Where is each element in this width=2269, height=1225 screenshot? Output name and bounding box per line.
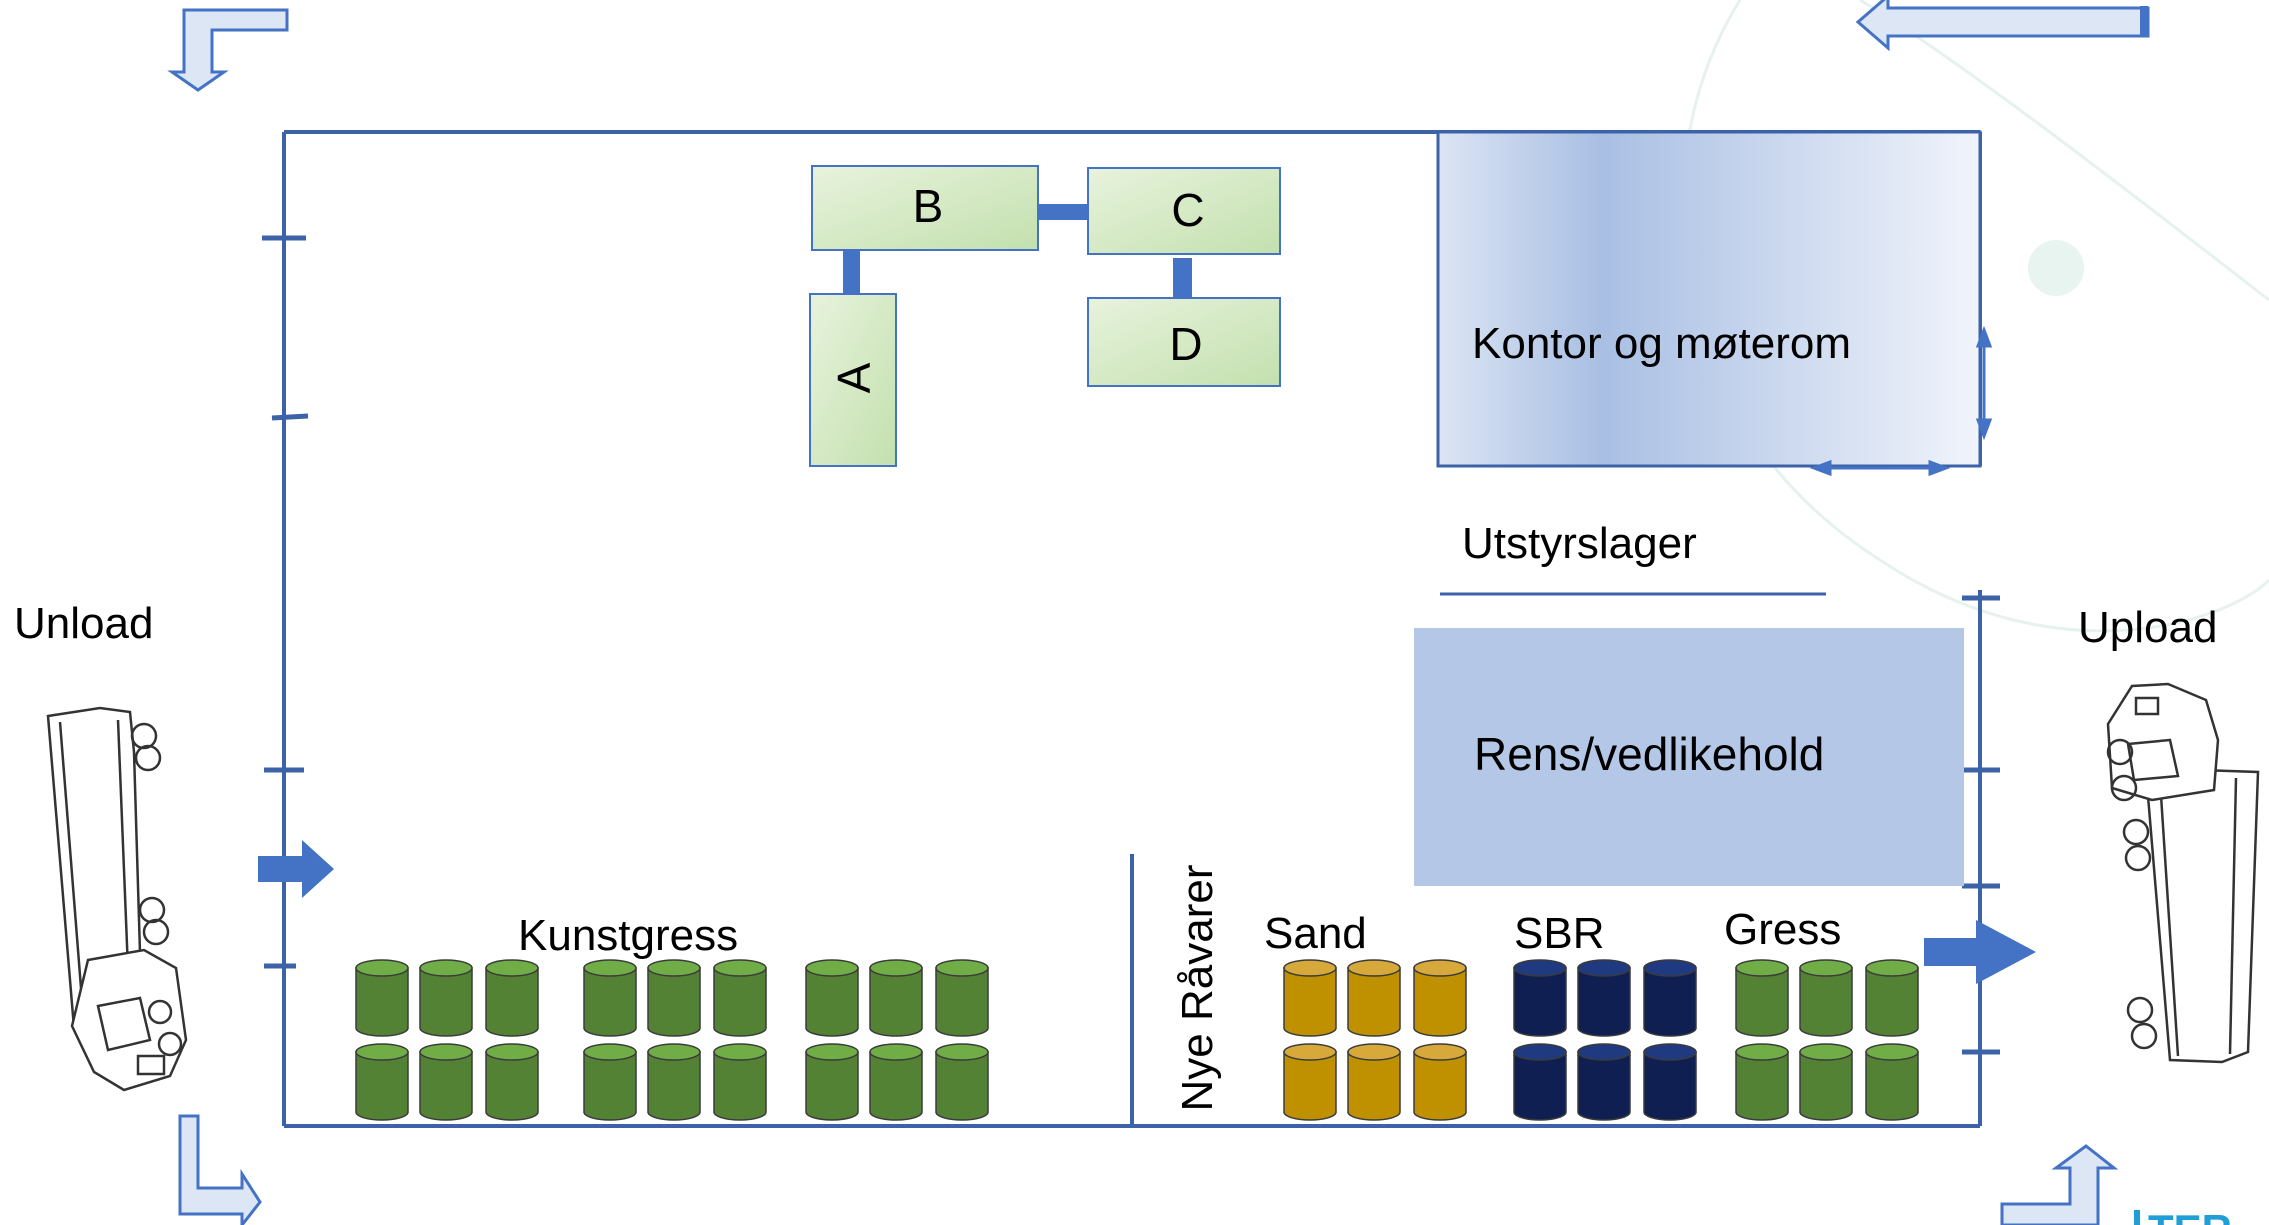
barrel-icon [1799,1043,1853,1121]
equipment-storage-label: Utstyrslager [1462,519,1697,568]
truck-right-icon [2106,682,2260,1064]
corner-arrow-bottom-right-icon [2000,1144,2119,1225]
corner-arrow-bottom-left-icon [178,1114,262,1225]
barrel-icon [1513,1043,1567,1121]
barrel-icon [355,959,409,1037]
barrel-icon [1643,1043,1697,1121]
kunstgress-group-2 [583,959,767,1121]
barrel-icon [419,1043,473,1121]
office-area: Kontor og møterom [1436,130,1993,477]
door-markers [262,235,2000,1055]
barrel-icon [713,959,767,1037]
unload-label: Unload [14,599,153,648]
barrel-icon [1735,959,1789,1037]
entry-arrow-icon [258,840,334,898]
barrel-icon [1643,959,1697,1037]
machine-b: B [811,165,1039,251]
brand-logo: TER [2134,1206,2232,1225]
barrel-icon [1413,959,1467,1037]
machine-d: D [1087,297,1281,387]
barrel-storage [355,959,1919,1121]
barrel-icon [1799,959,1853,1037]
truck-left-icon [46,706,188,1092]
corner-arrow-top-left-icon [167,8,289,92]
barrel-icon [935,1043,989,1121]
kunstgress-group-3 [805,959,989,1121]
gress-group [1735,959,1919,1121]
artificial-grass-label: Kunstgress [518,911,738,960]
barrel-icon [647,1043,701,1121]
sand-label: Sand [1264,909,1367,958]
barrel-icon [935,959,989,1037]
barrel-icon [805,959,859,1037]
machine-d-label: D [1169,318,1202,370]
grass-label: Gress [1724,905,1841,954]
new-raw-materials-label: Nye Råvarer [1173,865,1222,1112]
barrel-icon [1347,959,1401,1037]
sbr-label: SBR [1514,909,1604,958]
sand-group [1283,959,1467,1121]
barrel-icon [805,1043,859,1121]
equipment-storage: Utstyrslager [1440,519,1826,596]
barrel-icon [485,959,539,1037]
office-dimension-arrows [1809,325,1993,477]
machine-a: A [809,293,897,467]
barrel-icon [419,959,473,1037]
barrel-icon [1865,1043,1919,1121]
barrel-icon [583,959,637,1037]
barrel-icon [1283,1043,1337,1121]
machine-b-label: B [913,180,944,232]
kunstgress-group-1 [355,959,539,1121]
barrel-icon [1513,959,1567,1037]
barrel-icon [713,1043,767,1121]
corner-arrow-top-right-icon [1855,0,2150,52]
barrel-icon [1283,959,1337,1037]
barrel-icon [485,1043,539,1121]
machine-c-label: C [1171,184,1204,236]
exit-arrow-icon [1924,920,2036,984]
barrel-icon [1735,1043,1789,1121]
barrel-icon [1865,959,1919,1037]
machine-connectors [843,204,1192,298]
barrel-icon [1577,1043,1631,1121]
cleaning-label: Rens/vedlikehold [1474,728,1824,780]
brand-logo-text: TER [2148,1206,2232,1225]
barrel-icon [355,1043,409,1121]
barrel-icon [647,959,701,1037]
corner-arrow-top-right-tail [2140,6,2148,36]
cleaning-area: Rens/vedlikehold [1414,628,1964,886]
barrel-icon [869,959,923,1037]
sbr-group [1513,959,1697,1121]
machine-c: C [1087,167,1281,255]
barrel-icon [1413,1043,1467,1121]
barrel-icon [869,1043,923,1121]
barrel-icon [583,1043,637,1121]
machine-a-label: A [828,362,880,393]
office-label: Kontor og møterom [1472,319,1851,368]
barrel-icon [1577,959,1631,1037]
upload-label: Upload [2078,603,2217,652]
barrel-icon [1347,1043,1401,1121]
